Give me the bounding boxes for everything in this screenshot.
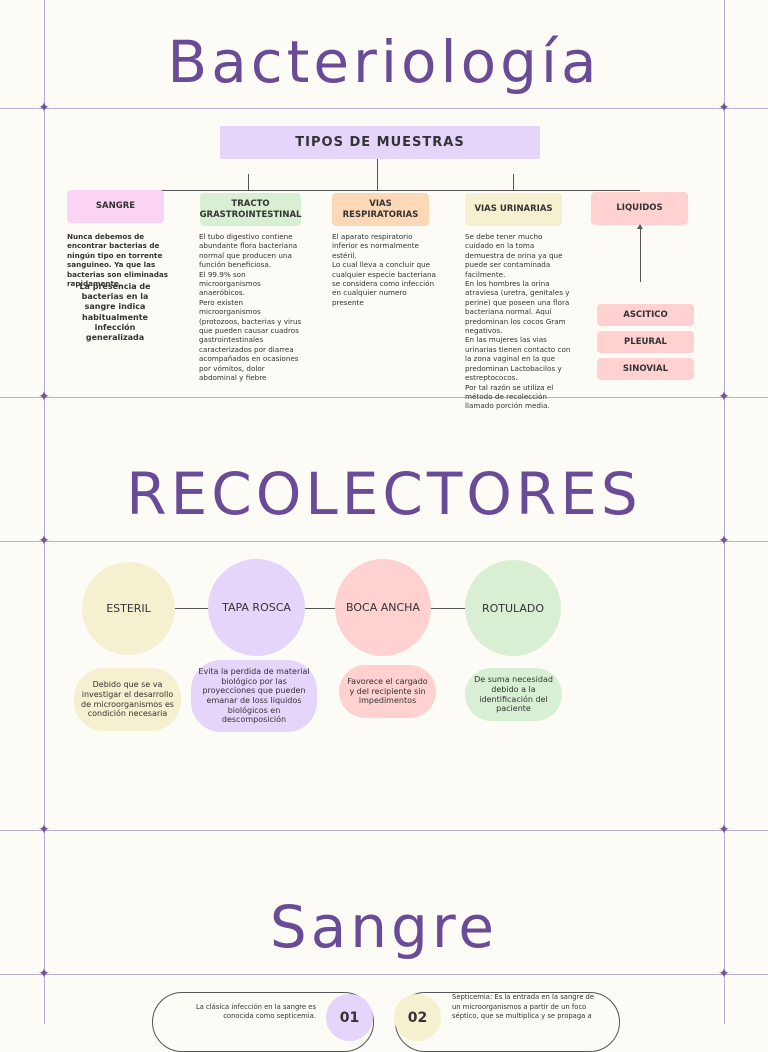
recolector-desc-tapa-rosca: Evita la perdida de material biológico p… [191,660,317,732]
recolector-desc-boca-ancha: Favorece el cargado y del recipiente sin… [339,665,436,718]
frame-line-h2 [0,397,768,398]
sangre-card-1-number: 01 [326,994,373,1041]
liquido-item-ascitico: ASCITICO [597,304,694,326]
star-icon: ✦ [38,966,50,982]
frame-line-left [44,0,45,1024]
connector-line [431,608,465,609]
connector-line [305,608,335,609]
frame-line-right [724,0,725,1024]
sangre-card-2-text: Septicemia: Es la entrada en la sangre d… [452,993,595,1021]
tracto-text: El tubo digestivo contiene abundante flo… [199,232,302,383]
sangre-text-b: La presencia de bacterias en la sangre i… [79,282,151,343]
arrow-line [640,228,641,282]
recolector-desc-rotulado: De suma necesidad debido a la identifica… [465,668,562,721]
sangre-card-2-number: 02 [394,994,441,1041]
category-urinarias: VIAS URINARIAS [465,193,562,226]
urinarias-text: Se debe tener mucho cuidado en la toma d… [465,232,571,411]
star-icon: ✦ [38,100,50,116]
liquido-item-sinovial: SINOVIAL [597,358,694,380]
recolector-boca-ancha: BOCA ANCHA [335,559,431,656]
category-liquidos: LIQUIDOS [591,192,688,225]
recolector-tapa-rosca: TAPA ROSCA [208,559,305,656]
category-respiratorias: VIAS RESPIRATORIAS [332,193,429,226]
liquido-item-pleural: PLEURAL [597,331,694,353]
title-recolectores: RECOLECTORES [126,460,642,528]
star-icon: ✦ [38,533,50,549]
category-sangre: SANGRE [67,190,164,223]
star-icon: ✦ [718,822,730,838]
recolector-desc-esteril: Debido que se va investigar el desarroll… [74,668,181,731]
star-icon: ✦ [718,100,730,116]
title-sangre: Sangre [269,893,499,961]
recolector-esteril: ESTERIL [82,562,175,655]
star-icon: ✦ [718,966,730,982]
tipos-muestras-header: TIPOS DE MUESTRAS [220,126,540,159]
sangre-text-a: Nunca debemos de encontrar bacterias de … [67,232,169,289]
connector-line [377,159,378,190]
connector-line [248,174,249,190]
title-bacteriologia: Bacteriología [167,28,601,96]
star-icon: ✦ [38,822,50,838]
frame-line-h4 [0,830,768,831]
frame-line-h1 [0,108,768,109]
star-icon: ✦ [718,389,730,405]
recolector-rotulado: ROTULADO [465,560,561,656]
star-icon: ✦ [38,389,50,405]
sangre-card-1-text: La clásica infección en la sangre es con… [195,1003,316,1020]
arrow-up-icon [637,224,643,229]
frame-line-h3 [0,541,768,542]
frame-line-h5 [0,974,768,975]
connector-line [115,190,640,191]
star-icon: ✦ [718,533,730,549]
respiratorias-text: El aparato respiratorio inferior es norm… [332,232,436,307]
connector-line [513,174,514,190]
connector-line [175,608,208,609]
category-tracto: TRACTO GRASTROINTESTINAL [200,193,301,226]
